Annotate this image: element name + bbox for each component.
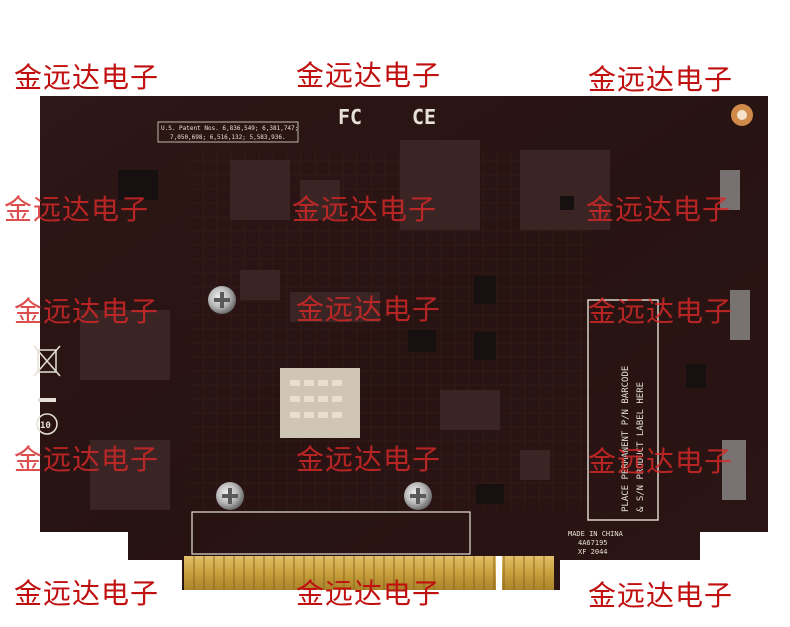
watermark-row4-right: 金远达电子 (588, 445, 734, 478)
weee-bin-icon (33, 345, 61, 377)
watermark-top-left: 金远达电子 (14, 61, 160, 94)
resistor-array (290, 380, 342, 418)
smd-components (80, 140, 706, 510)
patent-line-1: U.S. Patent Nos. 6,836,549; 6,381,747; (161, 125, 298, 132)
watermark-bottom-center: 金远达电子 (296, 577, 442, 610)
watermark-bottom-left: 金远达电子 (14, 577, 160, 610)
watermark-row3-left: 金远达电子 (14, 295, 160, 328)
watermark-row2-right: 金远达电子 (586, 193, 732, 226)
barcode-label-area (587, 299, 659, 521)
svg-text:10: 10 (40, 421, 51, 431)
watermark-bottom-right: 金远达电子 (588, 579, 734, 612)
patent-line-2: 7,050,698; 6,516,132; 5,583,936. (170, 134, 286, 141)
connector-key-notch (496, 556, 502, 590)
watermark-top-right: 金远达电子 (588, 63, 734, 96)
code-2: XF 2044 (578, 548, 608, 556)
code-1: 4A67195 (578, 539, 608, 547)
gold-finger-gaps (193, 556, 545, 590)
label-area-line-2: & S/N PRODUCT LABEL HERE (636, 382, 646, 512)
watermark-row3-right: 金远达电子 (588, 295, 734, 328)
screw-bottom-mid (404, 482, 432, 510)
right-edge-pads (720, 170, 750, 500)
watermark-row4-center: 金远达电子 (296, 443, 442, 476)
watermark-row2-center: 金远达电子 (292, 193, 438, 226)
label-area-line-1: PLACE PERMANENT P/N BARCODE (621, 366, 631, 512)
screw-top-left (208, 286, 236, 314)
made-in-text: MADE IN CHINA (568, 530, 624, 538)
edge-silkscreen-outline (191, 511, 471, 555)
watermark-row4-left: 金远达电子 (14, 443, 160, 476)
patent-box (157, 121, 299, 143)
pcie-gold-fingers (184, 556, 554, 590)
watermark-row2-left: 金远达电子 (4, 193, 150, 226)
rohs-10-icon: 10 (36, 413, 58, 435)
screw-bottom-left (216, 482, 244, 510)
watermark-top-center: 金远达电子 (296, 59, 442, 92)
watermark-row3-center: 金远达电子 (296, 293, 442, 326)
weee-bar-icon (38, 398, 56, 402)
fcc-mark: FC (338, 105, 362, 129)
ce-mark: CE (412, 105, 436, 129)
